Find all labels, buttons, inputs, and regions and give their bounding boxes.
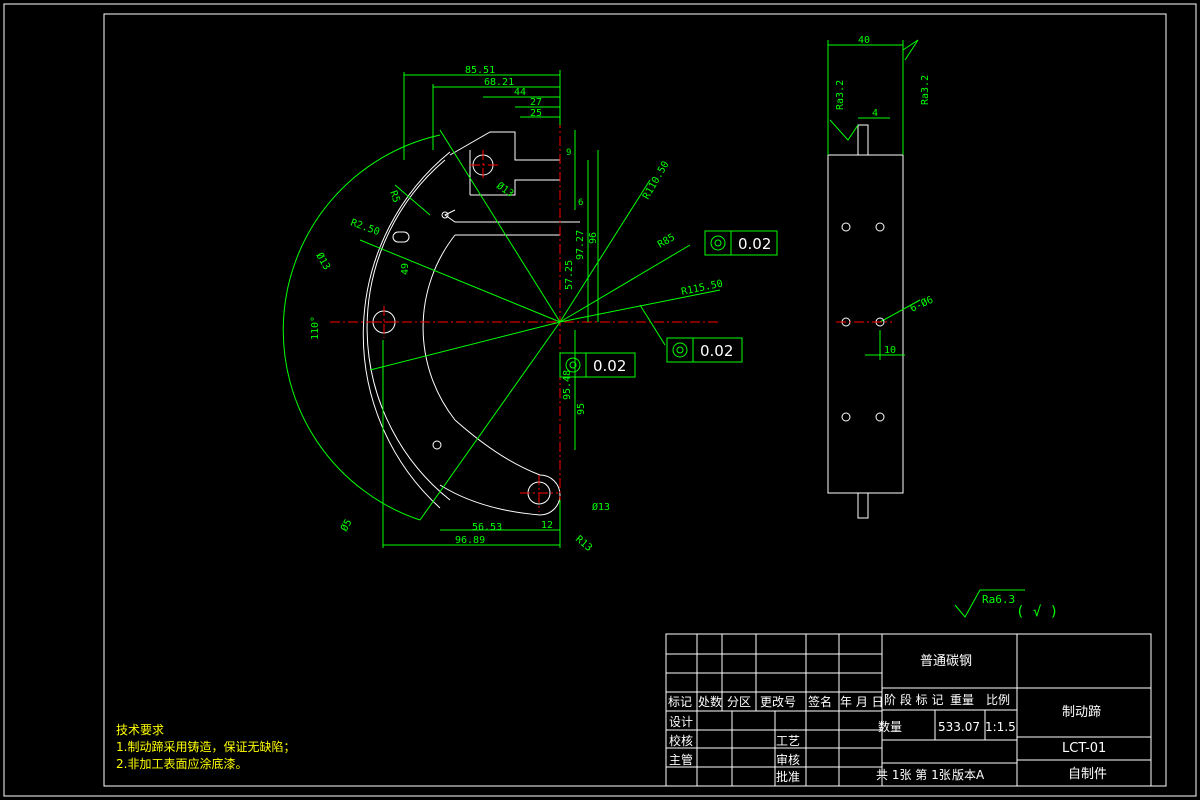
inner-border	[103, 13, 1167, 787]
dim-hole-small: Ø5	[338, 517, 354, 533]
weight-label: 重量	[950, 693, 974, 707]
dim-hole-bottom: Ø13	[592, 501, 610, 513]
design-label: 设计	[669, 715, 693, 729]
side-dim-10: 10	[884, 345, 896, 356]
dim-25: 25	[530, 108, 542, 119]
dim-27: 27	[530, 97, 542, 108]
centerlines	[330, 100, 720, 540]
dim-96: 96	[588, 232, 599, 244]
technical-requirements: 技术要求 1.制动蹄采用铸造，保证无缺陷； 2.非加工表面应涂底漆。	[116, 722, 295, 773]
dim-6: 6	[578, 198, 583, 208]
header-mark: 标记	[668, 695, 692, 709]
dim-r2-50: R2.50	[349, 217, 381, 238]
outer-border	[3, 3, 1197, 797]
version-text: 版本A	[952, 768, 985, 782]
notes-line-1: 1.制动蹄采用铸造，保证无缺陷；	[116, 740, 296, 754]
stage-label: 阶 段 标 记	[884, 692, 943, 707]
sheets-text: 共 1张 第 1张	[876, 768, 951, 782]
dim-96-89: 96.89	[455, 535, 485, 546]
header-count: 处数	[698, 694, 722, 709]
tolerance-value-2: 0.02	[700, 342, 733, 360]
dim-angle: 110°	[310, 316, 321, 340]
title-block: 普通碳钢 制动蹄 LCT-01 自制件 标记 处数 分区 更改号 签名 年 月 …	[665, 633, 1152, 787]
dim-44: 44	[514, 87, 526, 98]
side-roughness-2: Ra3.2	[920, 75, 931, 105]
dim-85-51: 85.51	[465, 65, 495, 76]
dim-12: 12	[541, 520, 553, 531]
dim-hole-top: Ø13	[494, 180, 516, 200]
side-dim-40: 40	[858, 35, 870, 46]
scale-label: 比例	[986, 693, 1010, 707]
dim-r5: R5	[387, 189, 401, 204]
process-label: 工艺	[776, 734, 800, 748]
scale-value: 1:1.5	[985, 720, 1016, 734]
dim-r13: R13	[573, 534, 594, 554]
quantity-label: 数量	[878, 719, 902, 734]
notes-title: 技术要求	[116, 723, 165, 737]
tolerance-value-3: 0.02	[593, 357, 626, 375]
surface-finish-symbol: Ra6.3 ( √ )	[954, 589, 1058, 620]
dim-95: 95	[576, 403, 587, 415]
part-type-text: 自制件	[1068, 767, 1107, 782]
notes-line-2: 2.非加工表面应涂底漆。	[116, 757, 248, 771]
part-name-text: 制动蹄	[1062, 704, 1101, 720]
dim-68-21: 68.21	[484, 77, 514, 88]
dim-hole-left: Ø13	[313, 251, 332, 273]
weight-value: 533.07	[938, 720, 980, 734]
dim-95-48: 95.48	[562, 370, 573, 400]
dim-49: 49	[400, 263, 411, 275]
header-change: 更改号	[760, 695, 796, 709]
dim-56-53: 56.53	[472, 522, 502, 533]
material-text: 普通碳钢	[920, 654, 972, 669]
tolerance-frames: 0.02 0.02 0.02	[559, 230, 778, 378]
dim-9: 9	[566, 148, 571, 158]
side-dim-4: 4	[872, 108, 878, 119]
surface-finish-note: ( √ )	[1016, 604, 1058, 620]
approve-label: 批准	[776, 769, 800, 784]
manager-label: 主管	[669, 752, 693, 767]
dimension-texts: 85.51 68.21 44 27 25 9 6 57.25 97.27 96 …	[310, 65, 724, 554]
tolerance-value-1: 0.02	[738, 235, 771, 253]
drawing-number-text: LCT-01	[1062, 741, 1106, 756]
dim-57-25: 57.25	[564, 260, 575, 290]
side-view: 40 Ra3.2 Ra3.2 4 6-Ø6 10	[827, 35, 935, 519]
check-label: 校核	[669, 733, 693, 748]
header-sign: 签名	[808, 694, 832, 709]
side-roughness-1: Ra3.2	[835, 80, 846, 110]
dim-r115-50: R115.50	[680, 278, 724, 298]
dimension-lines	[282, 70, 721, 548]
surface-finish-value: Ra6.3	[982, 593, 1015, 606]
header-date: 年 月 日	[840, 695, 884, 709]
side-dim-holes: 6-Ø6	[908, 294, 935, 315]
review-label: 审核	[776, 752, 800, 767]
header-zone: 分区	[727, 695, 751, 709]
dim-r85: R85	[656, 232, 677, 251]
dim-97-27: 97.27	[575, 230, 586, 260]
dim-r110-50: R110.50	[641, 159, 672, 201]
